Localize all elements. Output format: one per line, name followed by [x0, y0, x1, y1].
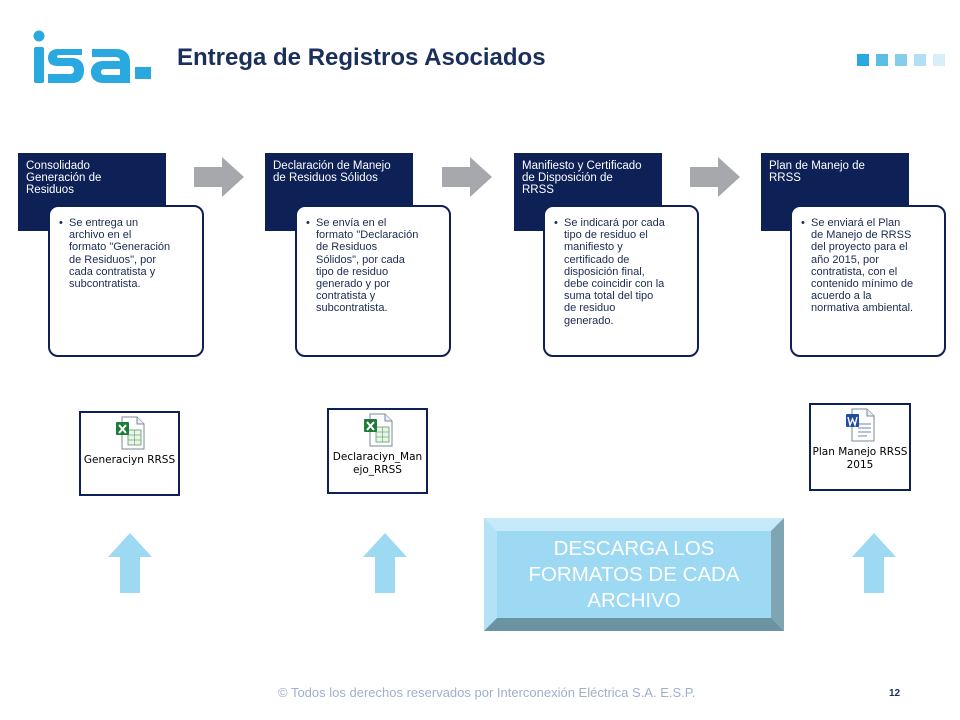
- step-body-manifiesto: • Se indicará por cada tipo de residuo e…: [543, 205, 699, 357]
- file-plan-manejo-rrss-2015[interactable]: Plan Manejo RRSS 2015: [809, 403, 911, 491]
- isa-logo: [33, 30, 151, 83]
- up-arrow-icon: [363, 533, 407, 593]
- bullet-marker: •: [554, 217, 558, 229]
- step-body-declaracion: • Se envía en el formato "Declaración de…: [295, 205, 451, 357]
- step-body-plan-manejo: • Se enviará el Plan de Manejo de RRSS d…: [790, 205, 946, 357]
- page-number: 12: [889, 688, 901, 699]
- bullet-marker: •: [801, 217, 805, 229]
- file-declaracion-manejo-rrss[interactable]: Declaraciyn_Man ejo_RRSS: [327, 408, 428, 494]
- chevron-right-icon: [690, 157, 740, 197]
- file-name: Declaraciyn_Man ejo_RRSS: [332, 451, 423, 476]
- file-name: Generaciyn RRSS: [83, 454, 176, 466]
- bullet-marker: •: [306, 217, 310, 229]
- page-title: Entrega de Registros Asociados: [177, 44, 546, 71]
- excel-file-icon: [363, 413, 392, 447]
- chevron-right-icon: [194, 157, 244, 197]
- chevron-right-icon: [442, 157, 492, 197]
- copyright-footer: © Todos los derechos reservados por Inte…: [278, 685, 696, 700]
- up-arrow-icon: [108, 533, 152, 593]
- file-generacion-rrss[interactable]: Generaciyn RRSS: [79, 411, 180, 496]
- up-arrow-icon: [852, 533, 896, 593]
- file-name: Plan Manejo RRSS 2015: [812, 446, 908, 471]
- decorative-squares: [857, 54, 945, 66]
- download-formats-button[interactable]: [484, 518, 784, 631]
- excel-file-icon: [115, 416, 144, 450]
- bullet-marker: •: [59, 217, 63, 229]
- word-file-icon: [846, 408, 875, 442]
- step-body-generacion: • Se entrega un archivo en el formato "G…: [48, 205, 204, 357]
